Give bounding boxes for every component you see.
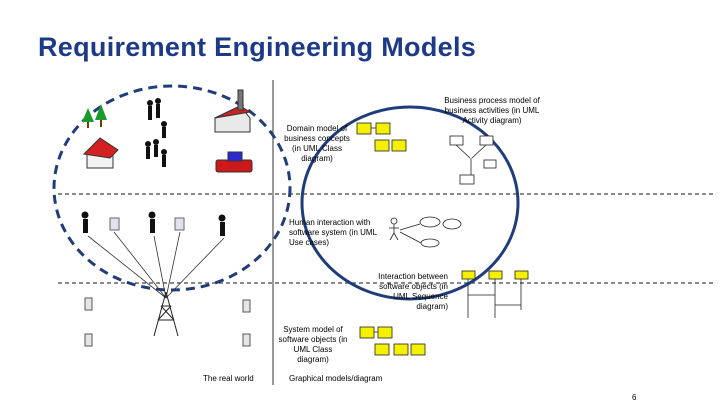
business-process-label: Business process model of business activ… xyxy=(444,96,540,125)
antenna-tower-icon xyxy=(153,291,179,337)
page-number: 6 xyxy=(632,393,637,402)
sequence-diagram-icon xyxy=(461,270,529,318)
person-icon xyxy=(81,211,226,236)
domain-class-diagram-icon xyxy=(356,122,407,152)
system-model-label: System model of software objects (in UML… xyxy=(278,325,348,364)
system-class-diagram-icon xyxy=(359,326,426,356)
people-group-icon xyxy=(145,98,167,167)
graphical-models-label: Graphical models/diagram xyxy=(289,374,383,383)
car-icon xyxy=(215,151,253,173)
interaction-objects-label: Interaction between software objects (in… xyxy=(378,272,448,311)
models-circle xyxy=(300,105,520,301)
factory-icon xyxy=(214,89,252,133)
slide-title: Requirement Engineering Models xyxy=(38,32,477,62)
computer-icon xyxy=(109,217,185,231)
domain-model-label: Domain model of business concepts (in UM… xyxy=(284,124,350,163)
activity-diagram-icon xyxy=(449,135,497,185)
trees-icon xyxy=(82,104,107,128)
real-world-label: The real world xyxy=(203,374,254,383)
mobile-phone-icon xyxy=(84,297,251,347)
use-case-diagram-icon xyxy=(389,216,462,248)
house-icon xyxy=(82,137,119,169)
human-interaction-label: Human interaction with software system (… xyxy=(289,218,377,247)
network-lines xyxy=(87,231,225,299)
real-world-circle xyxy=(52,84,292,292)
